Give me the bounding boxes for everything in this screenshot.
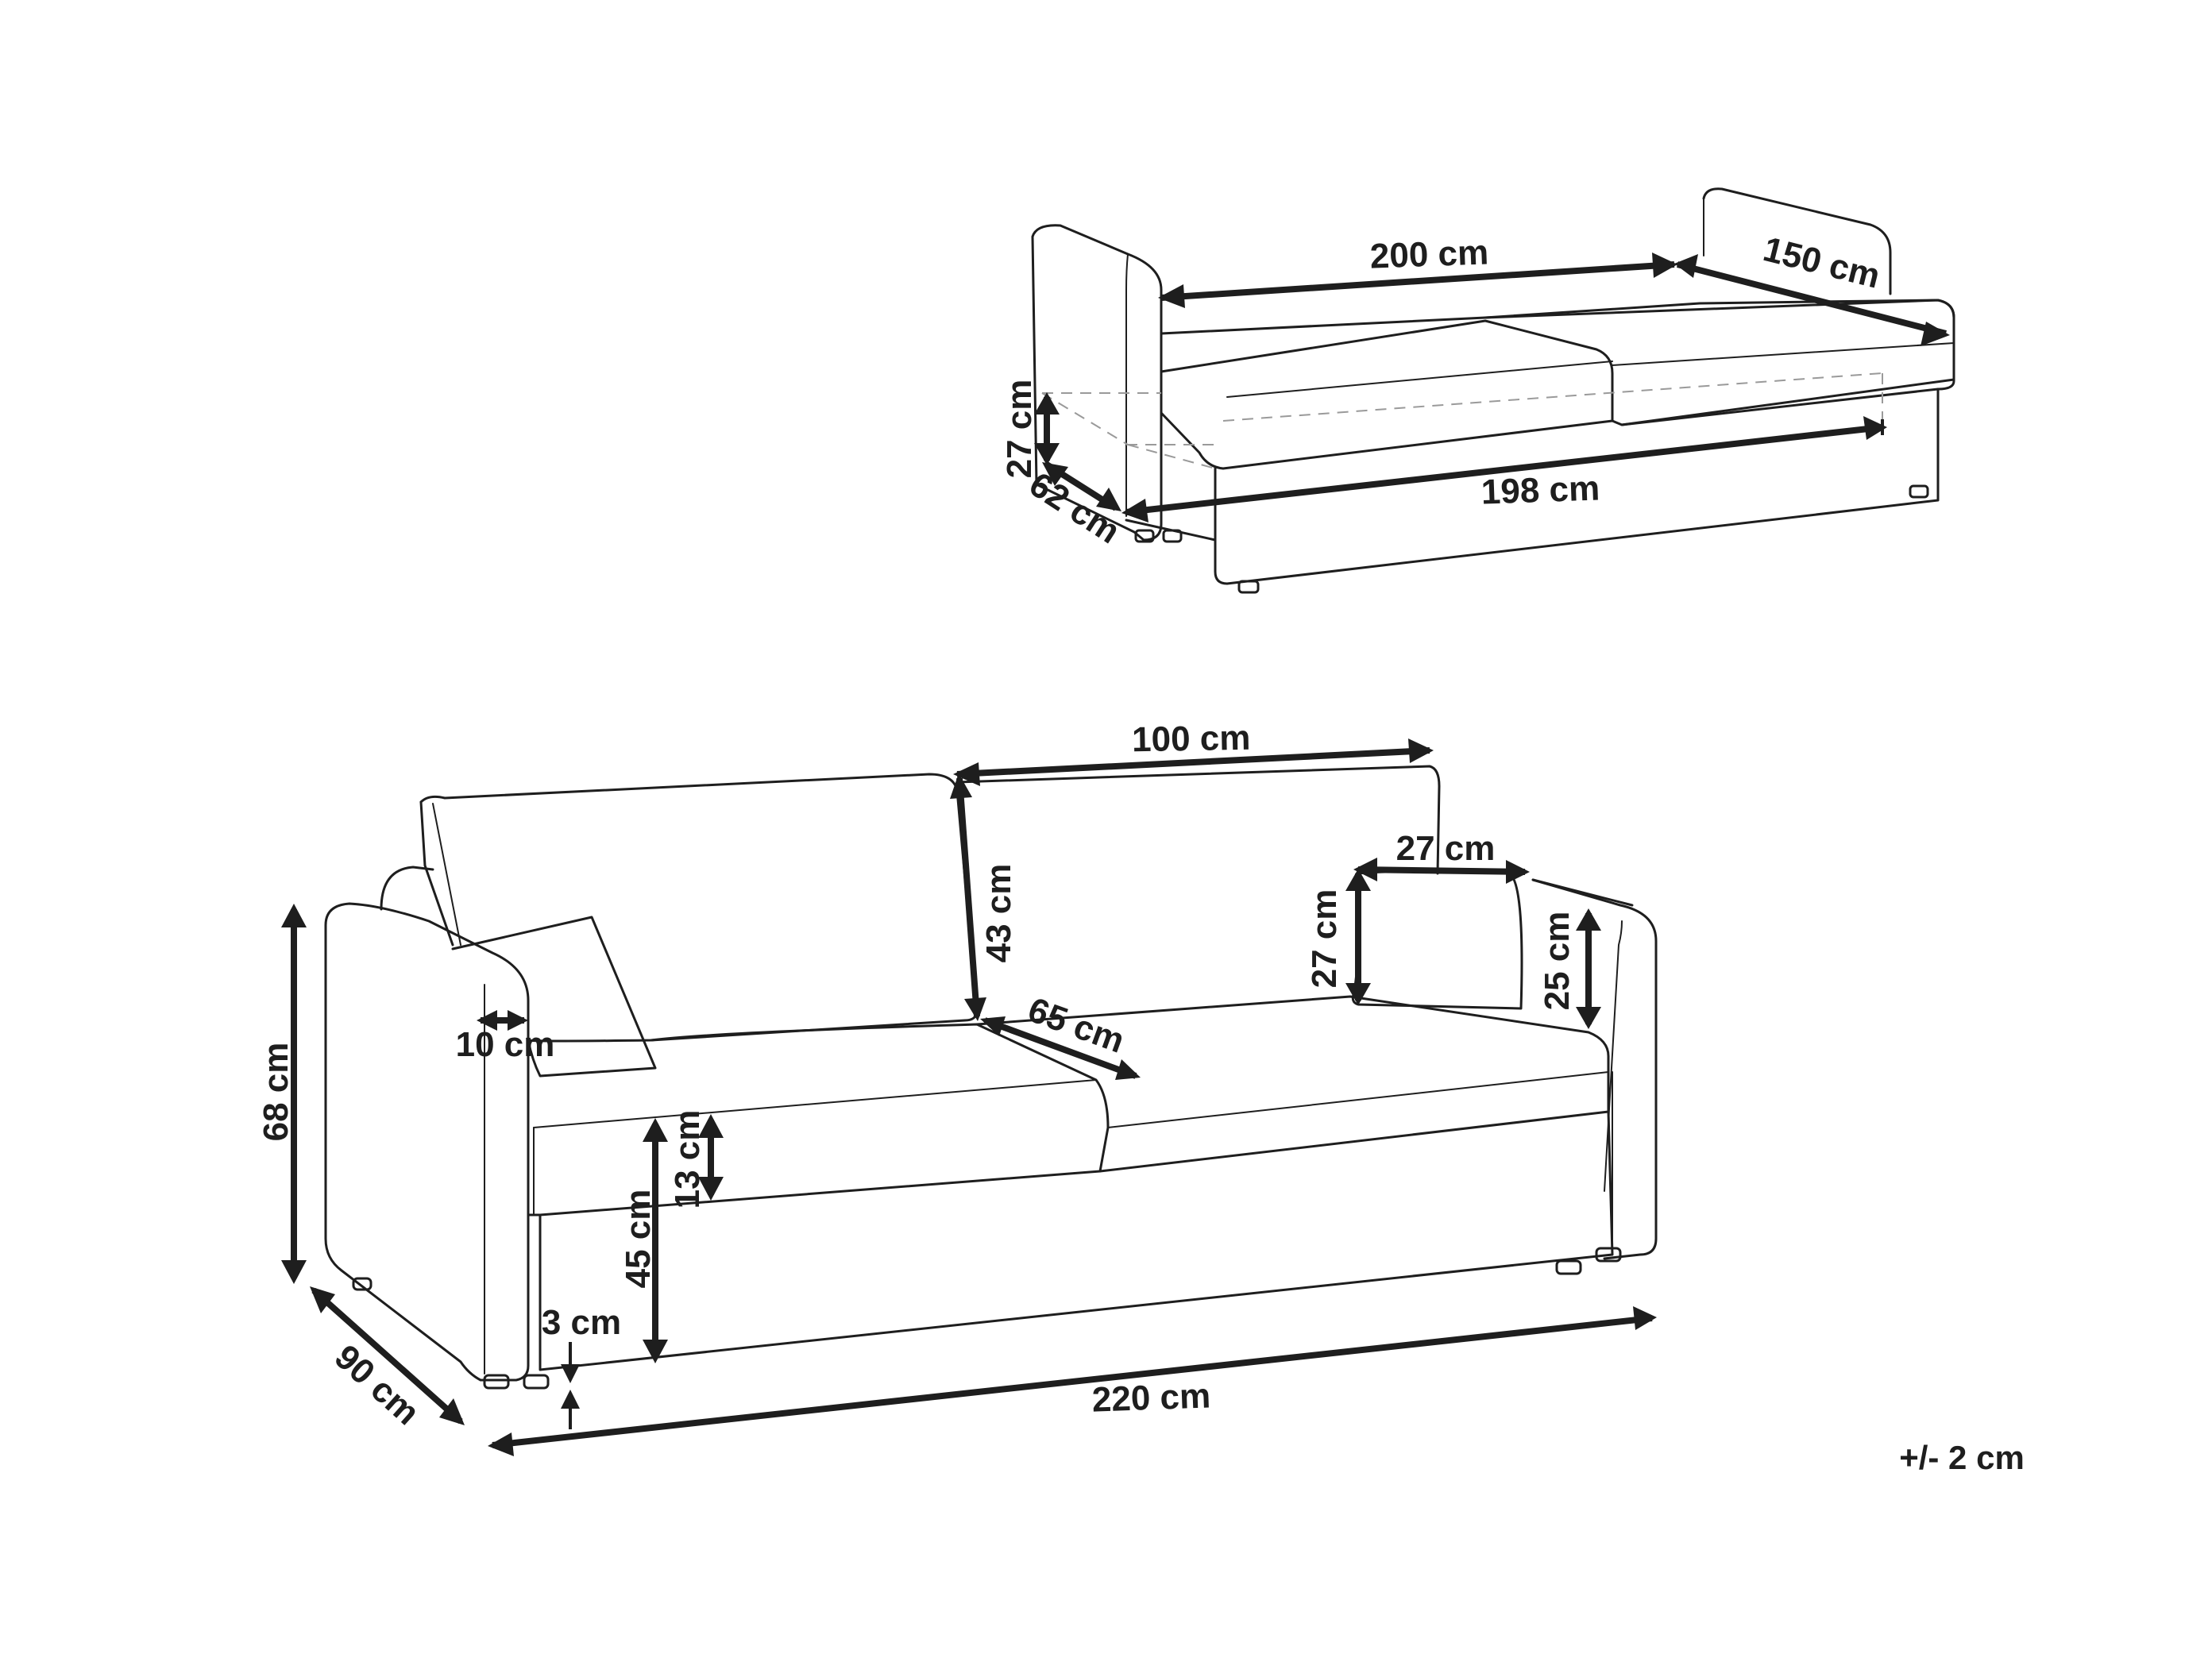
label-100cm: 100 cm (1132, 719, 1251, 760)
label-68cm: 68 cm (257, 1043, 295, 1142)
sofa-bed-drawing (1031, 187, 1955, 594)
tolerance-note: +/- 2 cm (1899, 1439, 2025, 1476)
label-90cm: 90 cm (327, 1337, 427, 1432)
label-25cm: 25 cm (1538, 912, 1577, 1011)
label-43cm: 43 cm (979, 864, 1018, 963)
label-27cm-width: 27 cm (1396, 829, 1496, 868)
label-13cm: 13 cm (668, 1110, 707, 1209)
sofa-bed-dimension-lines (1034, 253, 1950, 522)
label-27cm-bed: 27 cm (1000, 380, 1039, 479)
label-198cm: 198 cm (1480, 468, 1600, 511)
label-27cm-height: 27 cm (1305, 889, 1344, 989)
sofa-drawing (324, 765, 1658, 1390)
sofa-dimension-lines (281, 738, 1657, 1456)
label-200cm: 200 cm (1369, 233, 1489, 276)
label-150cm: 150 cm (1759, 229, 1884, 296)
label-45cm: 45 cm (619, 1190, 658, 1289)
label-62cm: 62 cm (1022, 465, 1126, 551)
label-10cm: 10 cm (456, 1025, 555, 1064)
label-3cm: 3 cm (542, 1303, 621, 1342)
label-220cm: 220 cm (1091, 1376, 1211, 1419)
sofa-labels: 100 cm 43 cm 27 cm 27 cm 25 cm 65 cm 10 … (257, 719, 1577, 1432)
label-65cm: 65 cm (1023, 990, 1129, 1061)
